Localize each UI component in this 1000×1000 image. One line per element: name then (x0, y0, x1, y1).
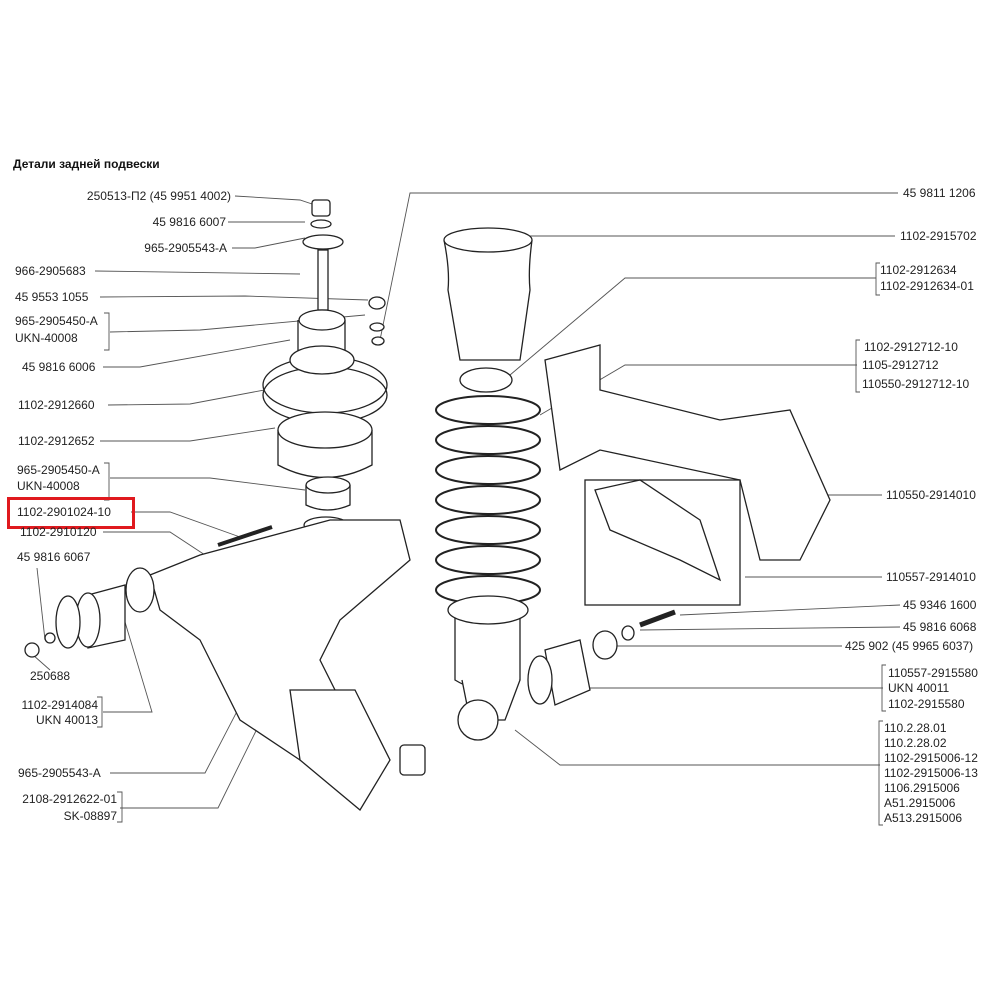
label-965-2905543-a-top[interactable]: 965-2905543-А (144, 241, 227, 255)
label-ukn-40013[interactable]: UKN 40013 (35, 713, 98, 727)
label-ukn-40011[interactable]: UKN 40011 (888, 681, 950, 695)
label-1102-2915006-12[interactable]: 1102-2915006-12 (884, 751, 978, 765)
label-1105-2912712[interactable]: 1105-2912712 (862, 358, 939, 372)
label-4598166068[interactable]: 45 9816 6068 (903, 620, 977, 634)
label-4593461600[interactable]: 45 9346 1600 (903, 598, 977, 612)
label-4598166067[interactable]: 45 9816 6067 (17, 550, 91, 564)
label-4598166007[interactable]: 45 9816 6007 (152, 215, 226, 229)
label-1102-2915702[interactable]: 1102-2915702 (900, 229, 977, 243)
label-1102-2912634[interactable]: 1102-2912634 (880, 263, 957, 277)
label-1106-2915006[interactable]: 1106.2915006 (884, 781, 960, 795)
label-1102-2914084[interactable]: 1102-2914084 (21, 698, 98, 712)
label-1102-2912652[interactable]: 1102-2912652 (18, 434, 95, 448)
label-425902[interactable]: 425 902 (45 9965 6037) (845, 639, 974, 653)
label-965-2905543-a-bottom[interactable]: 965-2905543-А (18, 766, 101, 780)
label-ukn-40008-2[interactable]: UKN-40008 (17, 479, 80, 493)
label-110550-2914010[interactable]: 110550-2914010 (886, 488, 976, 502)
label-250513[interactable]: 250513-П2 (45 9951 4002) (86, 189, 231, 203)
label-1102-2901024-10[interactable]: 1102-2901024-10 (17, 505, 111, 519)
label-110-2-28-02[interactable]: 110.2.28.02 (884, 736, 947, 750)
diagram-title: Детали задней подвески (13, 157, 160, 171)
label-1102-2912634-01[interactable]: 1102-2912634-01 (880, 279, 974, 293)
label-965-2905450-a-2[interactable]: 965-2905450-А (17, 463, 100, 477)
label-110557-2914010[interactable]: 110557-2914010 (886, 570, 976, 584)
label-966-2905683[interactable]: 966-2905683 (15, 264, 86, 278)
right-arm (527, 344, 831, 706)
label-sk-08897[interactable]: SK-08897 (63, 809, 117, 823)
label-4595531055[interactable]: 45 9553 1055 (15, 290, 89, 304)
label-110550-2912712-10[interactable]: 110550-2912712-10 (862, 377, 970, 391)
label-2108-2912622-01[interactable]: 2108-2912622-01 (22, 792, 117, 806)
label-a51-2915006[interactable]: A51.2915006 (884, 796, 956, 810)
label-1102-2912660[interactable]: 1102-2912660 (18, 398, 95, 412)
label-4598166006[interactable]: 45 9816 6006 (22, 360, 96, 374)
label-4598111206[interactable]: 45 9811 1206 (903, 186, 976, 200)
label-1102-2915006-13[interactable]: 1102-2915006-13 (884, 766, 978, 780)
label-1102-2915580[interactable]: 1102-2915580 (888, 697, 965, 711)
label-1102-2912712-10[interactable]: 1102-2912712-10 (864, 340, 958, 354)
label-1102-2910120[interactable]: 1102-2910120 (20, 525, 97, 539)
label-a513-2915006[interactable]: A513.2915006 (884, 811, 963, 825)
left-trailing-arm (24, 519, 426, 811)
shock-spring (435, 227, 541, 741)
label-250688[interactable]: 250688 (30, 669, 71, 683)
highlight-box (7, 497, 135, 529)
label-965-2905450-a-1[interactable]: 965-2905450-А (15, 314, 98, 328)
label-110-2-28-01[interactable]: 110.2.28.01 (884, 721, 947, 735)
label-ukn-40008-1[interactable]: UKN-40008 (15, 331, 78, 345)
label-110557-2915580[interactable]: 110557-2915580 (888, 666, 978, 680)
